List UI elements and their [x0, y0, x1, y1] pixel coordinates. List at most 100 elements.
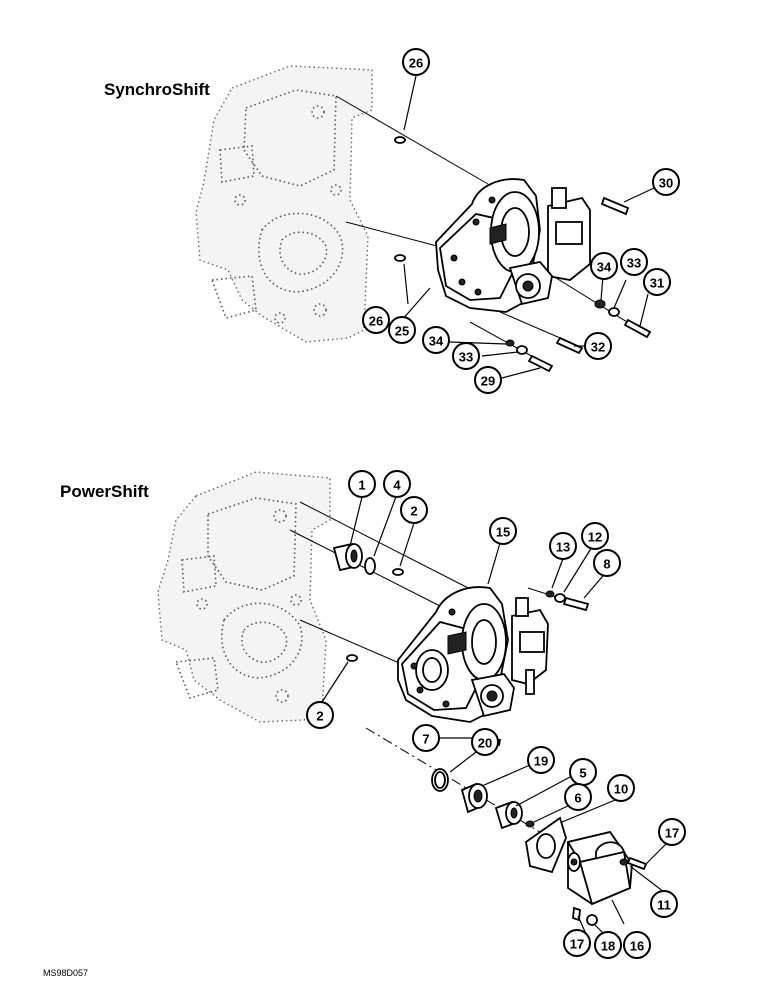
washer-13 — [545, 590, 555, 598]
callout-power-20: 20 — [471, 728, 499, 756]
plug-18 — [586, 914, 598, 926]
callout-power-6: 6 — [564, 783, 592, 811]
svg-text:5: 5 — [579, 766, 586, 781]
svg-text:7: 7 — [422, 732, 429, 747]
callout-power-1: 1 — [348, 470, 376, 498]
callout-power-7: 7 — [412, 724, 440, 752]
svg-text:34: 34 — [597, 260, 612, 275]
synchroshift-cover-assembly — [435, 178, 591, 313]
power-axis-upper — [299, 501, 477, 593]
callout-synchro-34: 34 — [590, 252, 618, 280]
powershift-transmission-housing — [157, 471, 331, 723]
powershift-assembly — [157, 471, 673, 937]
washer-34-upper — [594, 299, 606, 309]
dowel-pin-2-lower — [346, 654, 358, 662]
synchroshift-callouts: 26 30 34 33 31 26 25 34 32 33 29 — [362, 48, 680, 394]
bolt-11-head — [619, 858, 629, 866]
callout-power-13: 13 — [549, 532, 577, 560]
svg-text:6: 6 — [574, 791, 581, 806]
bolt-32 — [555, 336, 584, 355]
svg-text:17: 17 — [665, 826, 679, 841]
powershift-title: PowerShift — [60, 482, 149, 501]
svg-text:34: 34 — [429, 334, 444, 349]
svg-text:29: 29 — [481, 374, 495, 389]
svg-text:4: 4 — [393, 478, 401, 493]
svg-text:26: 26 — [409, 56, 423, 71]
svg-text:2: 2 — [410, 504, 417, 519]
callout-power-16: 16 — [623, 931, 651, 959]
callout-power-18: 18 — [594, 931, 622, 959]
svg-text:1: 1 — [358, 478, 365, 493]
washer-6 — [525, 820, 535, 828]
bearing-cup-1-bore — [350, 549, 358, 563]
washer-33-lower — [516, 345, 528, 355]
synchro-axis-lower — [345, 221, 453, 251]
callout-synchro-26: 26 — [402, 48, 430, 76]
svg-text:16: 16 — [630, 939, 644, 954]
svg-text:25: 25 — [395, 324, 409, 339]
figure-code: MS98D057 — [43, 968, 89, 978]
bearing-19-bore — [473, 789, 483, 803]
callout-power-2: 2 — [400, 496, 428, 524]
pump-gear-5-bore — [510, 807, 518, 819]
callout-power-11: 11 — [650, 890, 678, 918]
callout-synchro-34: 34 — [422, 326, 450, 354]
synchroshift-assembly — [195, 65, 655, 379]
callout-synchro-31: 31 — [643, 268, 671, 296]
callout-power-17: 17 — [658, 818, 686, 846]
svg-text:17: 17 — [570, 937, 584, 952]
svg-text:13: 13 — [556, 540, 570, 555]
svg-text:19: 19 — [534, 754, 548, 769]
callout-synchro-29: 29 — [474, 366, 502, 394]
svg-text:10: 10 — [614, 782, 628, 797]
svg-text:30: 30 — [659, 176, 673, 191]
washer-33-upper — [608, 307, 620, 317]
svg-text:33: 33 — [459, 350, 473, 365]
svg-text:33: 33 — [627, 256, 641, 271]
bolt-8 — [562, 596, 590, 612]
washer-34-lower — [505, 339, 515, 347]
svg-text:31: 31 — [650, 276, 664, 291]
dowel-pin-26-lower — [394, 254, 406, 262]
svg-text:15: 15 — [496, 525, 510, 540]
callout-power-17: 17 — [563, 929, 591, 957]
svg-text:2: 2 — [316, 709, 323, 724]
callout-synchro-32: 32 — [584, 332, 612, 360]
synchroshift-title: SynchroShift — [104, 80, 210, 99]
powershift-cover-assembly — [397, 586, 549, 723]
svg-text:11: 11 — [657, 898, 671, 913]
snap-ring-20-inner — [434, 771, 446, 789]
svg-text:32: 32 — [591, 340, 605, 355]
callout-power-10: 10 — [607, 774, 635, 802]
synchroshift-transmission-housing — [195, 65, 373, 343]
svg-text:8: 8 — [603, 557, 610, 572]
callout-synchro-30: 30 — [652, 168, 680, 196]
callout-synchro-33: 33 — [620, 248, 648, 276]
callout-power-12: 12 — [581, 522, 609, 550]
gasket-10-bore — [536, 833, 556, 859]
bolt-30 — [600, 196, 630, 216]
callout-synchro-26: 26 — [362, 306, 390, 334]
washer-12 — [554, 593, 566, 603]
callout-synchro-33: 33 — [452, 342, 480, 370]
callout-power-5: 5 — [569, 758, 597, 786]
dowel-pin-26-upper — [394, 136, 406, 144]
svg-text:26: 26 — [369, 314, 383, 329]
o-ring-4 — [364, 557, 376, 575]
dowel-pin-2-upper — [392, 568, 404, 576]
callout-power-15: 15 — [489, 517, 517, 545]
synchro-axis-upper — [335, 95, 489, 185]
callout-power-19: 19 — [527, 746, 555, 774]
callout-power-4: 4 — [383, 470, 411, 498]
bolt-17-upper — [626, 856, 648, 871]
hydraulic-pump-16 — [566, 830, 633, 906]
callout-power-8: 8 — [593, 549, 621, 577]
svg-text:20: 20 — [478, 736, 492, 751]
callout-synchro-25: 25 — [388, 316, 416, 344]
callout-power-2: 2 — [306, 701, 334, 729]
bolt-29 — [527, 354, 554, 373]
bolt-31 — [623, 318, 652, 339]
svg-text:12: 12 — [588, 530, 602, 545]
